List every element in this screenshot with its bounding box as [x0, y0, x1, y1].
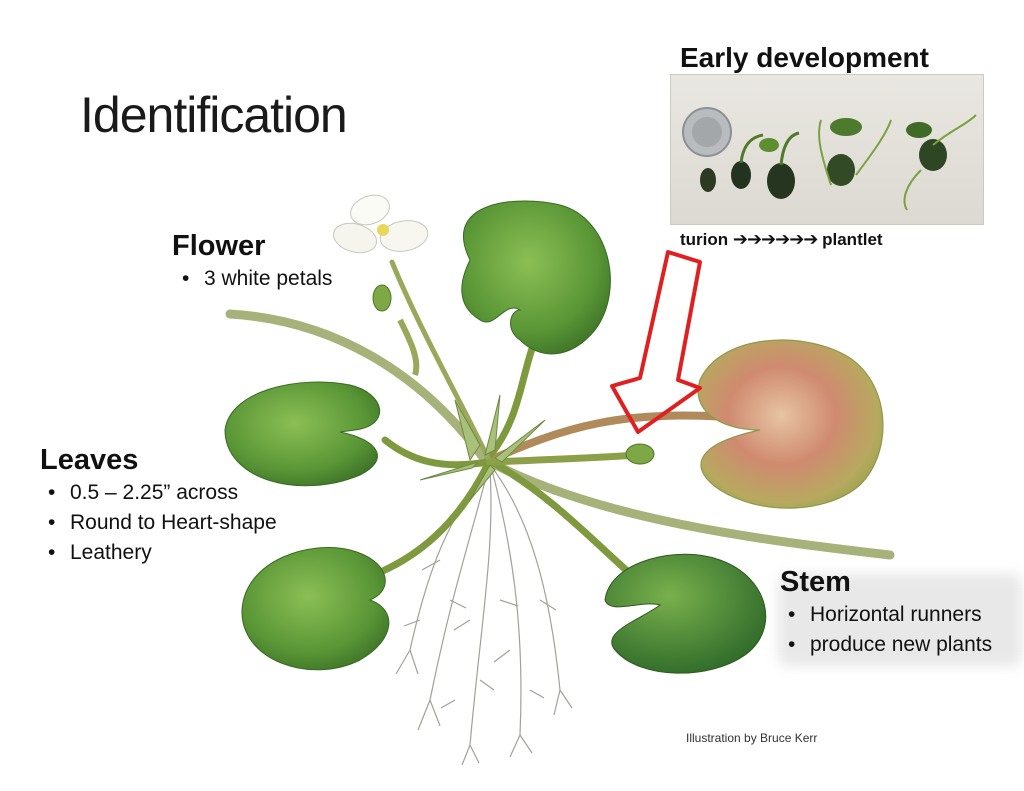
plantlet-label: plantlet: [822, 230, 883, 249]
roots: [395, 469, 573, 766]
shoot-3: [779, 131, 800, 166]
coin-face: [692, 117, 722, 147]
stem-bullets: Horizontal runners produce new plants: [788, 603, 992, 657]
leaf-4: [830, 118, 862, 136]
illustration-credit: Illustration by Bruce Kerr: [686, 731, 818, 745]
shoots-5: [903, 114, 977, 211]
leaf-left: [224, 381, 381, 487]
leaf-bottom-right: [604, 553, 767, 674]
stem-section: Stem Horizontal runners produce new plan…: [780, 566, 992, 663]
leaf-3: [759, 138, 779, 152]
leaves-bullet: 0.5 – 2.25” across: [48, 481, 277, 505]
early-development-heading: Early development: [680, 42, 929, 73]
bud-flower: [372, 284, 420, 376]
turion-label: turion: [680, 230, 729, 249]
leaves-bullets: 0.5 – 2.25” across Round to Heart-shape …: [48, 481, 277, 565]
flower: [332, 194, 429, 254]
stem-bullet: Horizontal runners: [788, 603, 992, 627]
turion-3: [767, 163, 795, 199]
shoot-2: [739, 133, 764, 164]
photo-content: [682, 107, 977, 211]
slide-title: Identification: [80, 87, 348, 143]
flower-heading: Flower: [172, 230, 266, 262]
leaves-section: Leaves 0.5 – 2.25” across Round to Heart…: [40, 444, 277, 571]
crown: [419, 394, 546, 501]
leaf-5: [906, 122, 932, 138]
turion-2: [731, 161, 751, 189]
turion-1: [700, 168, 716, 192]
leaves-bullet: Round to Heart-shape: [48, 511, 277, 535]
right-arrow-icon: ➔➔➔➔➔➔: [732, 229, 818, 249]
turion-5: [919, 139, 947, 171]
leaves-heading: Leaves: [40, 444, 139, 476]
shoots-4: [818, 119, 892, 186]
stem-heading: Stem: [780, 566, 851, 598]
leaf-red-pad: [697, 339, 884, 509]
flower-section: Flower 3 white petals: [172, 230, 332, 297]
leaf-top: [461, 200, 611, 355]
turion-to-plantlet-caption: turion ➔➔➔➔➔➔ plantlet: [680, 229, 883, 250]
early-development-photo: [670, 74, 984, 225]
flower-bullets: 3 white petals: [182, 267, 332, 291]
leaves-bullet: Leathery: [48, 541, 277, 565]
stem-bullet: produce new plants: [788, 633, 992, 657]
bud-right: [625, 443, 655, 465]
flower-bullet: 3 white petals: [182, 267, 332, 291]
turion-4: [827, 154, 855, 186]
leaf-bottom-left: [241, 547, 390, 671]
hollow-red-arrow-icon: [610, 250, 702, 434]
